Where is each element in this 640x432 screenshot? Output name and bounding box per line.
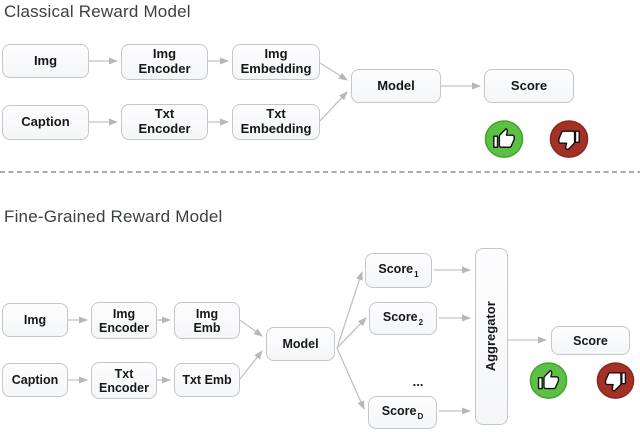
node-img: Img (2, 44, 89, 78)
node-f-model: Model (266, 327, 335, 361)
score-2-label: Score (382, 309, 418, 324)
arrow-model-to-score2 (336, 317, 367, 349)
node-f-txt-emb: Txt Emb (174, 363, 240, 397)
node-f-txt-encoder: Txt Encoder (91, 362, 157, 399)
node-txt-embedding: Txt Embedding (232, 104, 320, 140)
node-score-2: Score2 (369, 302, 437, 335)
node-aggregator: Aggregator (475, 248, 508, 425)
node-f-img: Img (2, 303, 68, 337)
classical-section-title: Classical Reward Model (4, 2, 191, 21)
aggregator-label: Aggregator (483, 301, 499, 372)
node-score-1: Score1 (365, 253, 432, 288)
arrow-imgemb-to-model (319, 62, 348, 81)
node-f-img-encoder: Img Encoder (91, 302, 157, 339)
node-img-embedding: Img Embedding (232, 44, 320, 80)
score-d-label: Score (381, 403, 417, 418)
score-1-subscript: 1 (414, 269, 419, 279)
node-f-caption: Caption (2, 363, 68, 397)
node-img-encoder: Img Encoder (121, 44, 208, 80)
arrow-f-imgemb-to-model (239, 319, 263, 337)
ellipsis: ... (412, 374, 424, 389)
score-2-subscript: 2 (418, 317, 424, 327)
arrow-model-to-score1 (336, 271, 363, 349)
node-caption: Caption (2, 105, 89, 140)
fine-grained-section-title: Fine-Grained Reward Model (4, 207, 223, 226)
thumbs-down-icon-fine (596, 362, 635, 399)
thumbs-down-icon (549, 120, 589, 158)
node-score: Score (484, 69, 574, 103)
node-model: Model (351, 69, 441, 103)
arrow-model-to-scoreD (336, 347, 365, 410)
node-f-score: Score (551, 326, 630, 355)
node-txt-encoder: Txt Encoder (121, 104, 208, 140)
thumbs-up-icon (484, 120, 524, 158)
node-score-d: ScoreD (368, 396, 437, 429)
thumbs-up-icon-fine (529, 362, 568, 399)
score-1-label: Score (378, 261, 414, 276)
arrow-f-txtemb-to-model (239, 350, 263, 380)
arrow-txtemb-to-model (319, 91, 348, 122)
node-f-img-emb: Img Emb (174, 302, 240, 339)
score-d-subscript: D (417, 411, 424, 421)
